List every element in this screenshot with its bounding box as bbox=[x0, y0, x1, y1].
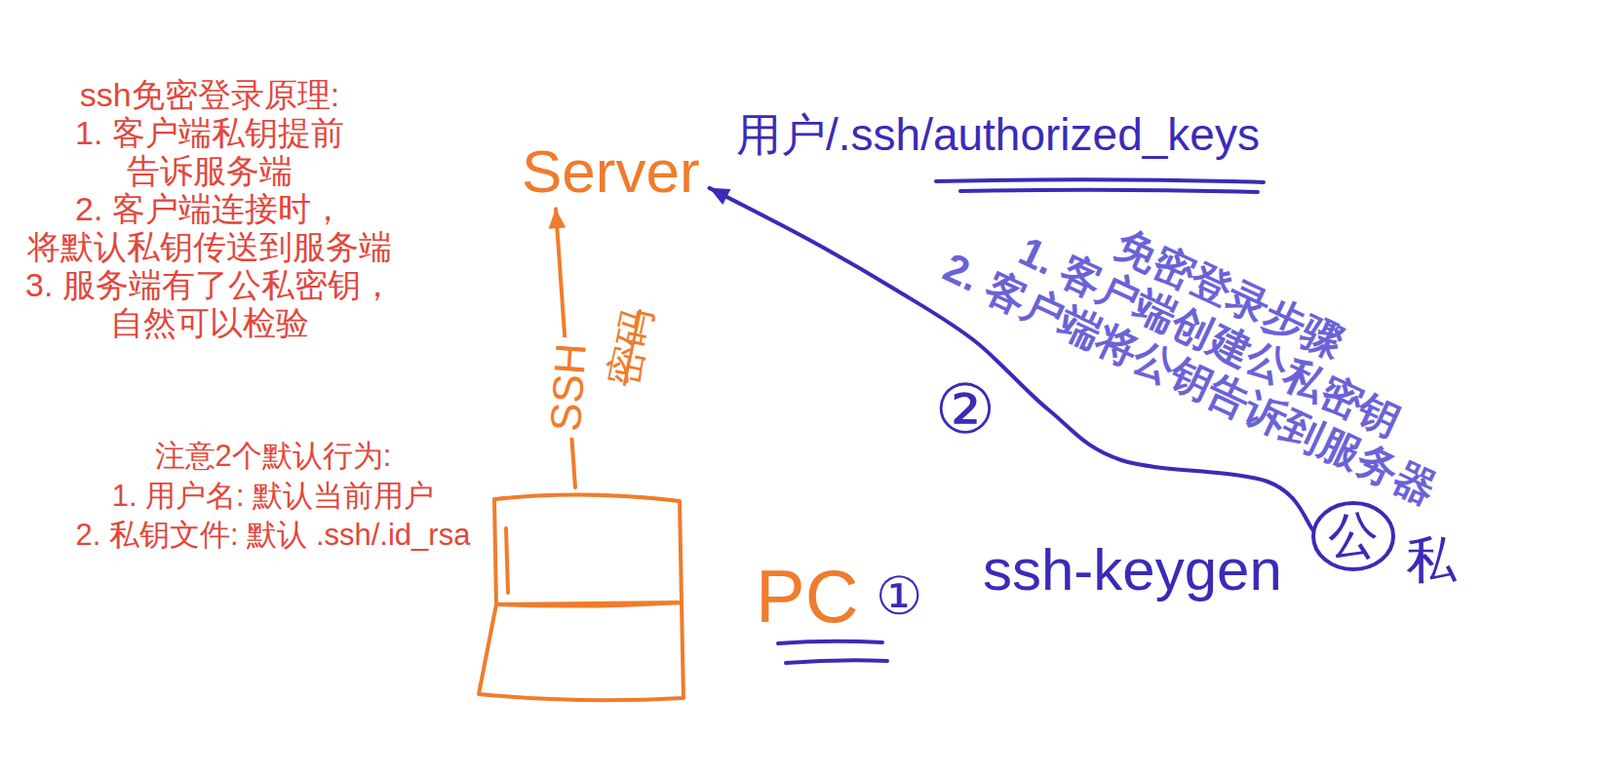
arrow-head bbox=[709, 188, 732, 205]
server-label: Server bbox=[511, 134, 710, 209]
laptop-stroke bbox=[506, 528, 508, 593]
file-path: 用户/.ssh/authorized_keys bbox=[736, 109, 1260, 161]
note-item: 1. 用户名: 默认当前用户 bbox=[19, 476, 527, 515]
device-name: PC bbox=[755, 555, 859, 638]
laptop-stroke bbox=[478, 602, 684, 701]
principle-heading: ssh免密登录原理: bbox=[14, 76, 405, 115]
steps-item: 1. 客户端创建公私密钥 bbox=[955, 201, 1462, 471]
note-heading: 注意2个默认行为: bbox=[19, 436, 527, 475]
note-item: 2. 私钥文件: 默认 .ssh/.id_rsa bbox=[19, 515, 527, 554]
principle-item: 3. 服务端有了公私密钥， 自然可以检验 bbox=[14, 266, 405, 343]
arrow-head bbox=[547, 208, 566, 230]
public-key-circle: 公 bbox=[1310, 500, 1397, 573]
host-name: Server bbox=[521, 138, 701, 205]
edge-label: SSH bbox=[540, 335, 597, 439]
key-char: 公 bbox=[1327, 507, 1379, 564]
underline bbox=[960, 190, 1258, 193]
laptop-stroke bbox=[494, 494, 682, 606]
struck-word: 密码 bbox=[598, 300, 661, 394]
pc-node: PC bbox=[472, 487, 883, 712]
key-char: 私 bbox=[1405, 531, 1457, 590]
principle-item: 1. 客户端私钥提前 告诉服务端 bbox=[14, 114, 405, 191]
circle-stroke bbox=[1313, 503, 1394, 570]
steps-group: 免密登录步骤1. 客户端创建公私密钥2. 客户端将公钥告诉到服务器 bbox=[936, 158, 1483, 513]
underline bbox=[778, 641, 883, 644]
laptop-icon bbox=[472, 487, 698, 712]
principle-item: 2. 客户端连接时， 将默认私钥传送到服务端 bbox=[14, 190, 405, 267]
underline bbox=[936, 179, 1264, 183]
command-text: ssh-keygen bbox=[982, 536, 1283, 604]
callout-number: ① bbox=[875, 565, 923, 626]
callout-number: ② bbox=[935, 370, 997, 450]
underline bbox=[785, 660, 888, 664]
